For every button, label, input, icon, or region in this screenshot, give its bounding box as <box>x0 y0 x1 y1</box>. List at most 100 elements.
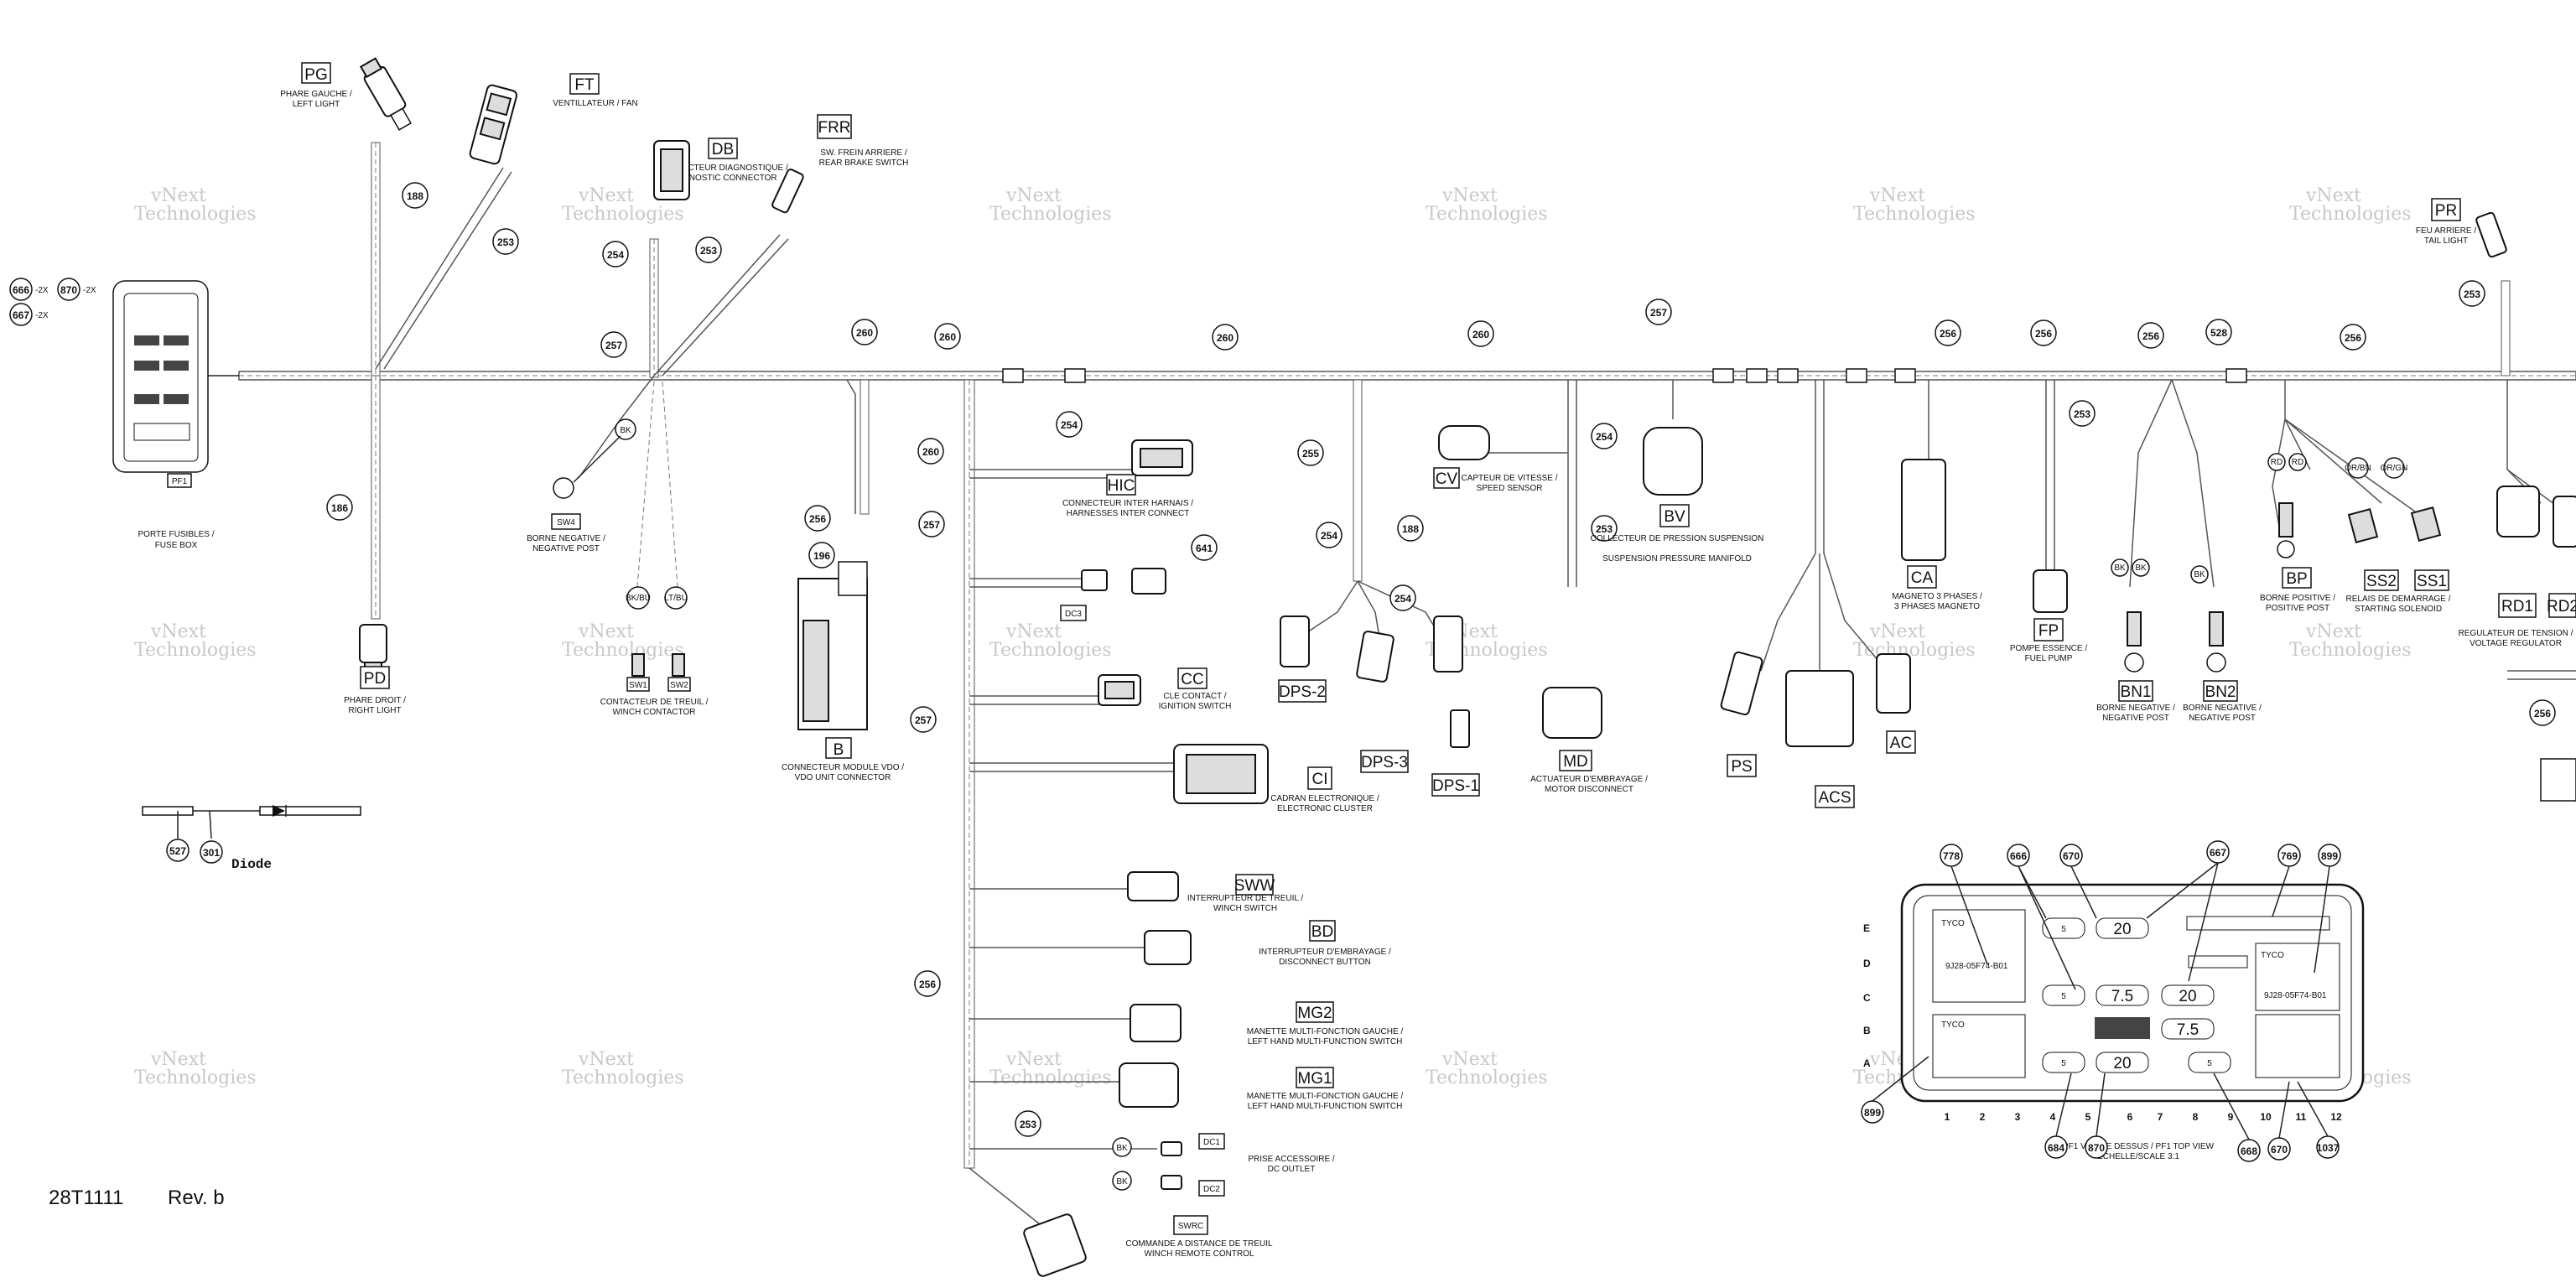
fuse-box-top-view[interactable]: TYCO 9J28-05F74-B01 TYCO TYCO 9J28-05F74… <box>1861 840 2365 1162</box>
fuse-box-pf1[interactable]: PF1 PORTE FUSIBLES / FUSE BOX <box>112 280 215 550</box>
svg-text:BK: BK <box>620 426 631 435</box>
branches-left <box>371 142 1182 1225</box>
svg-text:684: 684 <box>2048 1142 2064 1154</box>
connector-b[interactable]: B CONNECTEUR MODULE VDO / VDO UNIT CONNE… <box>782 561 904 782</box>
connector-bp-ss[interactable]: RD RD OR/BN OR/GN BP BORNE POSITIVE / PO… <box>2260 453 2451 614</box>
wire-number: 528 <box>2205 319 2232 345</box>
fuse-callout: 670 <box>2267 1137 2291 1161</box>
svg-text:MANETTE MULTI-FONCTION GAUCHE: MANETTE MULTI-FONCTION GAUCHE / <box>1247 1027 1404 1036</box>
svg-text:BK/BU: BK/BU <box>626 594 651 603</box>
svg-text:FP: FP <box>2038 622 2059 640</box>
svg-text:MAGNETO 3 PHASES /: MAGNETO 3 PHASES / <box>1892 592 1982 601</box>
svg-text:WINCH REMOTE CONTROL: WINCH REMOTE CONTROL <box>1144 1249 1254 1259</box>
connector-bv[interactable]: BV COLLECTEUR DE PRESSION SUSPENSION SUS… <box>1591 427 1764 564</box>
connector-desc: PORTE FUSIBLES / <box>138 530 215 539</box>
connector-pd[interactable]: PD PHARE DROIT / RIGHT LIGHT <box>344 624 406 715</box>
svg-text:255: 255 <box>1302 448 1319 460</box>
connector-ft[interactable]: FT VENTILLATEUR / FAN <box>469 73 638 165</box>
svg-text:REGULATEUR DE TENSION /: REGULATEUR DE TENSION / <box>2459 629 2573 638</box>
svg-text:OR/GN: OR/GN <box>2381 464 2408 473</box>
svg-text:DC3: DC3 <box>1065 610 1082 619</box>
watermark: vNext <box>1441 1049 1498 1070</box>
svg-text:778: 778 <box>1943 850 1960 862</box>
watermark: Technologies <box>134 640 257 661</box>
connector-cv[interactable]: CV CAPTEUR DE VITESSE / SPEED SENSOR <box>1433 425 1558 493</box>
fuse-slot: 5 <box>2188 1052 2231 1073</box>
connector-hic[interactable]: HIC CONNECTEUR INTER HARNAIS / HARNESSES… <box>1062 439 1193 518</box>
connector-ci[interactable]: CI CADRAN ELECTRONIQUE / ELECTRONIC CLUS… <box>1173 744 1379 813</box>
svg-text:ACS: ACS <box>1818 789 1851 807</box>
connector-dps[interactable]: DPS-2 DPS-3 DPS-1 <box>1278 615 1480 797</box>
connector-swrc[interactable]: SWRC COMMANDE A DISTANCE DE TREUIL WINCH… <box>1023 1213 1273 1278</box>
svg-text:BV: BV <box>1664 508 1685 526</box>
connector-dc3[interactable]: DC3 <box>1060 568 1166 621</box>
fuse-slot: 7.5 <box>2096 984 2149 1006</box>
svg-text:-2X: -2X <box>83 286 96 295</box>
svg-text:260: 260 <box>1217 332 1233 344</box>
watermark: vNext <box>150 621 206 642</box>
connector-cc[interactable]: CC CLE CONTACT / IGNITION SWITCH <box>1098 667 1231 711</box>
svg-text:PRISE ACCESSOIRE /: PRISE ACCESSOIRE / <box>1248 1155 1335 1164</box>
connector-pg[interactable]: PG PHARE GAUCHE / LEFT LIGHT <box>280 57 415 132</box>
fuse-callout: 667 <box>2206 840 2230 864</box>
wire-number: 641 <box>1191 534 1218 561</box>
connector-md[interactable]: MD ACTUATEUR D'EMBRAYAGE / MOTOR DISCONN… <box>1530 687 1648 794</box>
svg-text:PG: PG <box>304 66 327 84</box>
svg-text:HIC: HIC <box>1108 477 1135 495</box>
fuse-slot: 5 <box>2042 1052 2085 1073</box>
svg-text:260: 260 <box>856 327 873 339</box>
svg-text:5: 5 <box>2061 925 2066 934</box>
connector-sww[interactable]: SWW INTERRUPTEUR DE TREUIL / WINCH SWITC… <box>1127 871 1303 913</box>
svg-text:20: 20 <box>2113 921 2131 938</box>
svg-text:LEFT HAND MULTI-FUNCTION SWITC: LEFT HAND MULTI-FUNCTION SWITCH <box>1248 1037 1403 1046</box>
branches-right <box>1299 280 2576 696</box>
connector-ps-acs-ac[interactable]: PS ACS AC <box>1720 651 1916 808</box>
connector-mg2[interactable]: MG2 MANETTE MULTI-FONCTION GAUCHE / LEFT… <box>1130 1001 1404 1046</box>
svg-text:HARNESSES INTER CONNECT: HARNESSES INTER CONNECT <box>1067 509 1190 518</box>
connector-rd[interactable]: RD1 REGULATEUR DE TENSION / VOLTAGE REGU… <box>2459 486 2576 802</box>
svg-text:CONNECTEUR DIAGNOSTIQUE /: CONNECTEUR DIAGNOSTIQUE / <box>657 164 788 173</box>
svg-text:301: 301 <box>203 847 220 859</box>
fuse-callout: 870 <box>2085 1135 2108 1159</box>
wire-number: 257 <box>910 706 937 733</box>
wire-number: 256 <box>2030 319 2057 346</box>
connector-fp[interactable]: FP POMPE ESSENCE / FUEL PUMP <box>2010 569 2087 663</box>
connector-pr[interactable]: PR FEU ARRIERE / TAIL LIGHT <box>2416 198 2507 258</box>
svg-text:256: 256 <box>2035 328 2052 340</box>
svg-text:MG1: MG1 <box>1297 1070 1332 1088</box>
connector-bd[interactable]: BD INTERRUPTEUR D'EMBRAYAGE / DISCONNECT… <box>1144 920 1391 967</box>
svg-text:TYCO: TYCO <box>1941 1021 1965 1030</box>
connector-mg1[interactable]: MG1 MANETTE MULTI-FONCTION GAUCHE / LEFT… <box>1119 1062 1403 1111</box>
svg-text:899: 899 <box>2321 850 2338 862</box>
wire-number: 186 <box>326 494 353 521</box>
connector-bn[interactable]: BK BK BK BN1 BORNE NEGATIVE / NEGATIVE P… <box>2096 558 2262 723</box>
svg-text:666: 666 <box>13 284 29 296</box>
svg-text:BN2: BN2 <box>2205 683 2236 701</box>
wire-number: 254 <box>1591 423 1618 449</box>
svg-text:AC: AC <box>1890 735 1912 752</box>
svg-text:BORNE NEGATIVE /: BORNE NEGATIVE / <box>527 534 605 543</box>
svg-text:Diode: Diode <box>231 857 272 872</box>
fuse-callout: 899 <box>1861 1100 1884 1124</box>
connector-sw1-sw2[interactable]: BK/BU LT/BU SW1 SW2 CONTACTEUR DE TREUIL… <box>600 586 709 717</box>
svg-text:253: 253 <box>1020 1119 1036 1130</box>
watermark: vNext <box>2305 621 2361 642</box>
svg-text:870: 870 <box>60 284 77 296</box>
fuse-slot: 5 <box>2042 984 2085 1006</box>
fuse-slot: 5 <box>2042 917 2085 939</box>
svg-text:528: 528 <box>2210 327 2227 339</box>
svg-text:256: 256 <box>2142 330 2159 342</box>
connector-db[interactable]: DB CONNECTEUR DIAGNOSTIQUE / DIAGNOSTIC … <box>653 138 788 200</box>
connector-frr[interactable]: FRR SW. FREIN ARRIERE / REAR BRAKE SWITC… <box>771 114 909 214</box>
svg-text:RD2: RD2 <box>2547 598 2576 615</box>
svg-text:12: 12 <box>2330 1111 2342 1123</box>
svg-text:186: 186 <box>331 502 348 514</box>
svg-text:DC OUTLET: DC OUTLET <box>1268 1165 1316 1174</box>
connector-ca[interactable]: CA MAGNETO 3 PHASES / 3 PHASES MAGNETO <box>1892 459 1982 611</box>
watermark: Technologies <box>1426 1067 1548 1088</box>
connector-dc1-dc2[interactable]: BK BK DC1 DC2 PRISE ACCESSOIRE / DC OUTL… <box>1112 1133 1335 1197</box>
svg-text:8: 8 <box>2193 1111 2199 1123</box>
svg-text:5: 5 <box>2085 1111 2091 1123</box>
connector-sw4[interactable]: BK SW4 BORNE NEGATIVE / NEGATIVE POST <box>527 418 636 553</box>
